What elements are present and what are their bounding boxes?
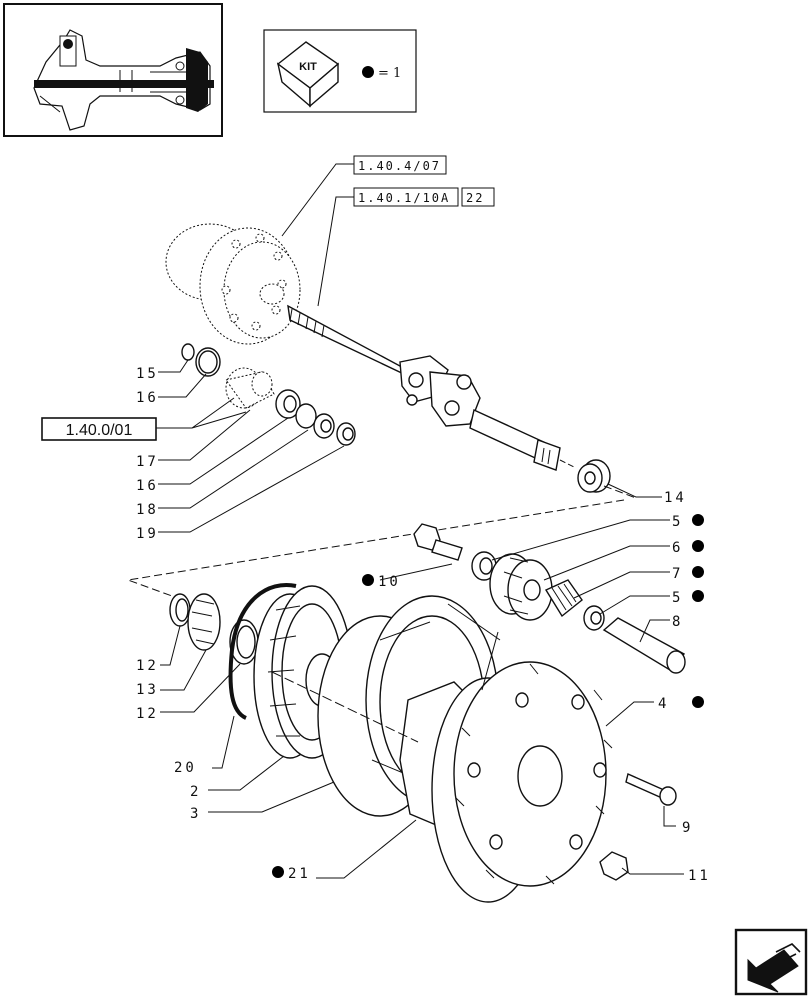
label-15: 15	[136, 366, 159, 382]
kit-dot-icon	[362, 574, 374, 586]
label-12-b: 12	[136, 706, 159, 722]
label-16-b: 16	[136, 478, 159, 494]
nut-11[interactable]	[599, 851, 629, 881]
label-9: 9	[682, 820, 693, 836]
seal-19[interactable]	[336, 422, 356, 446]
ring-12[interactable]	[169, 593, 191, 627]
label-7: 7	[672, 566, 683, 582]
ring-16[interactable]	[275, 389, 301, 419]
sun-gear-13[interactable]	[187, 593, 221, 651]
reference-box-c[interactable]: 1.40.0/01	[41, 417, 157, 441]
label-5: 5	[672, 514, 683, 530]
differential-housing-ghost	[165, 223, 301, 345]
label-16: 16	[136, 390, 159, 406]
kit-dot-icon	[362, 66, 374, 78]
snap-ring-20[interactable]	[228, 583, 297, 720]
label-17: 17	[136, 454, 159, 470]
label-4: 4	[658, 696, 669, 712]
label-2: 2	[190, 784, 201, 800]
kit-dot-icon	[692, 696, 704, 708]
reference-box-a[interactable]: 1.40.4/07	[353, 155, 447, 175]
reference-box-b[interactable]: 1.40.1/10A	[353, 187, 459, 207]
reference-b-text: 1.40.1/10A	[358, 191, 450, 205]
assembly-thumbnail[interactable]	[3, 3, 223, 137]
label-3: 3	[190, 806, 201, 822]
label-8: 8	[672, 614, 683, 630]
reference-c-text: 1.40.0/01	[66, 422, 133, 439]
drive-shaft[interactable]	[287, 304, 577, 471]
label-20: 20	[174, 760, 197, 776]
kit-dot-icon	[692, 566, 704, 578]
planet-gear-6[interactable]	[489, 553, 553, 621]
pin-8[interactable]	[602, 617, 686, 674]
washer-5[interactable]	[471, 551, 497, 581]
kit-dot-icon	[272, 866, 284, 878]
snap-ring-16[interactable]	[195, 347, 221, 377]
label-18: 18	[136, 502, 159, 518]
label-12: 12	[136, 658, 159, 674]
kit-legend-box: KIT = 1	[263, 29, 417, 113]
kit-legend-value: = 1	[378, 66, 401, 81]
label-11: 11	[688, 868, 711, 884]
kit-text: KIT	[299, 61, 317, 73]
cube-icon: KIT	[276, 41, 340, 108]
label-10: 10	[378, 574, 401, 590]
bolt-9[interactable]	[625, 773, 677, 806]
reference-box-b-qty: 22	[461, 187, 495, 207]
label-6: 6	[672, 540, 683, 556]
washer-5b[interactable]	[583, 605, 605, 631]
ring-18[interactable]	[295, 403, 335, 439]
arrow-page-icon[interactable]	[734, 928, 808, 996]
planet-carrier-4[interactable]	[431, 661, 613, 903]
kit-dot-icon	[692, 540, 704, 552]
circlip-15[interactable]	[181, 343, 195, 361]
label-13: 13	[136, 682, 159, 698]
label-21: 21	[288, 866, 311, 882]
bolt-10[interactable]	[413, 523, 463, 561]
kit-dot-icon	[692, 514, 704, 526]
bearing-14[interactable]	[577, 459, 611, 493]
bearing-17[interactable]	[225, 367, 275, 409]
reference-b-qty-text: 22	[466, 191, 484, 205]
reference-a-text: 1.40.4/07	[358, 159, 441, 173]
needle-bearing-7[interactable]	[544, 579, 583, 618]
label-5-b: 5	[672, 590, 683, 606]
label-14: 14	[664, 490, 687, 506]
label-19: 19	[136, 526, 159, 542]
kit-dot-icon	[692, 590, 704, 602]
